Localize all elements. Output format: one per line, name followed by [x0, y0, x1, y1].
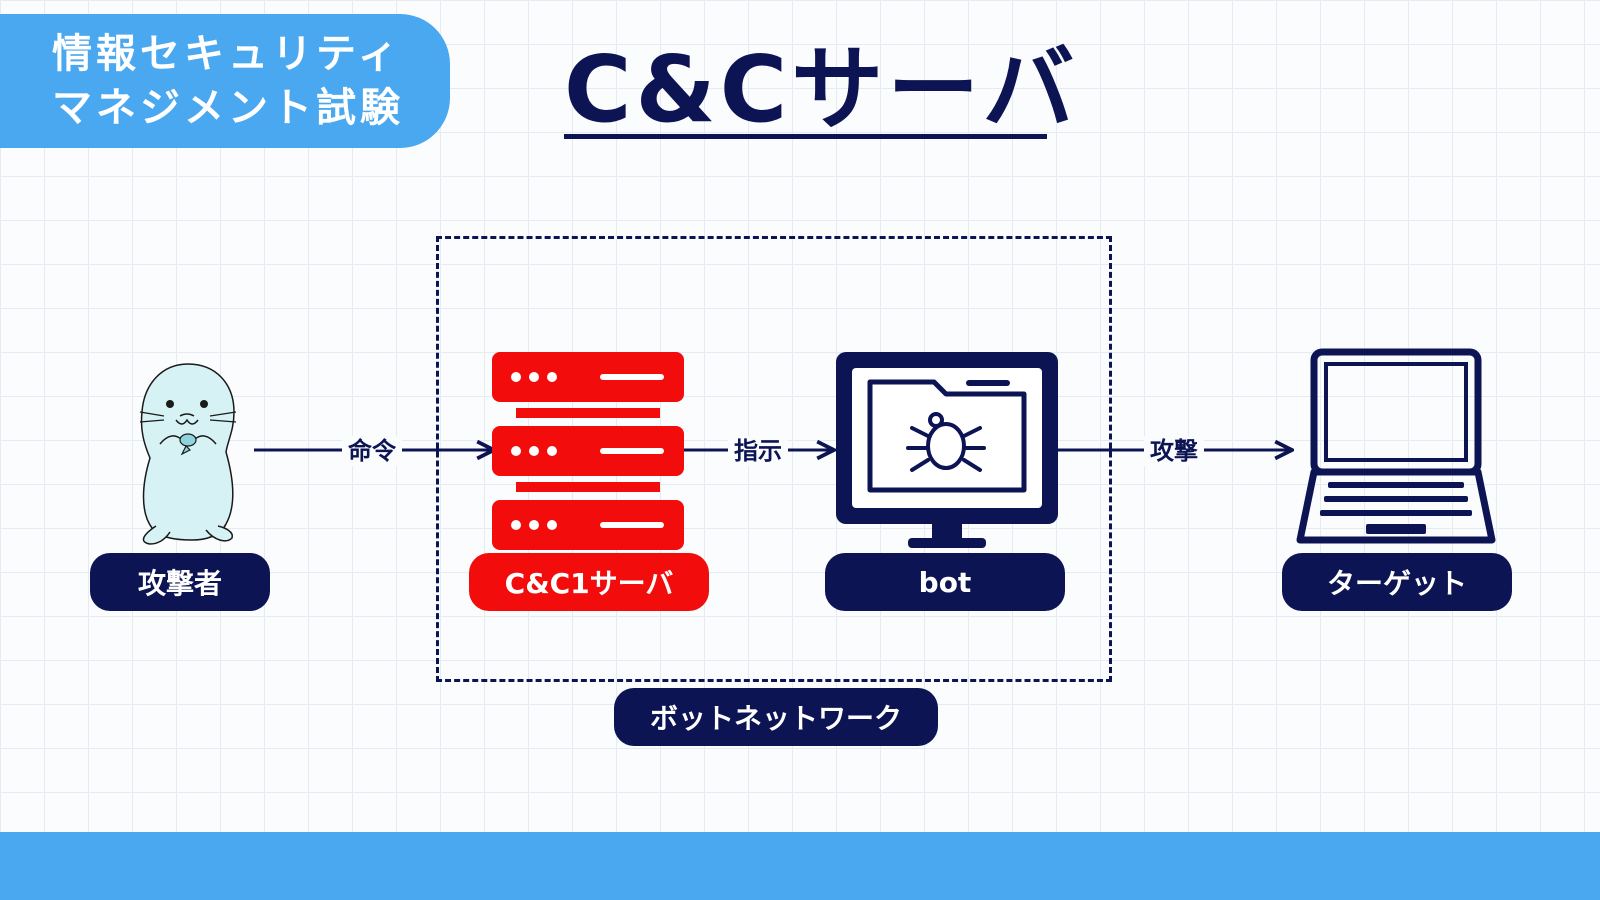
botnet-label: ボットネットワーク [614, 688, 938, 746]
arrow-label-attack: 攻撃 [1144, 436, 1204, 466]
cc-server-label: C&C1サーバ [469, 553, 709, 611]
laptop-icon [1296, 348, 1496, 544]
bot-label: bot [825, 553, 1065, 611]
botnet-boundary [436, 236, 1112, 682]
infected-monitor-icon [836, 352, 1058, 548]
target-label: ターゲット [1282, 553, 1512, 611]
exam-badge: 情報セキュリティ マネジメント試験 [0, 14, 450, 148]
page-title: C&Cサーバ [564, 36, 1079, 143]
footer-bar [0, 832, 1600, 900]
arrow-label-instruct: 指示 [728, 436, 788, 466]
title-underline [564, 134, 1047, 139]
attacker-label: 攻撃者 [90, 553, 270, 611]
badge-line-1: 情報セキュリティ [52, 31, 402, 77]
badge-line-2: マネジメント試験 [52, 85, 404, 131]
bug-icon [906, 412, 986, 472]
seal-icon [139, 363, 237, 545]
arrow-label-command: 命令 [342, 436, 402, 466]
server-stack-icon [492, 352, 684, 550]
